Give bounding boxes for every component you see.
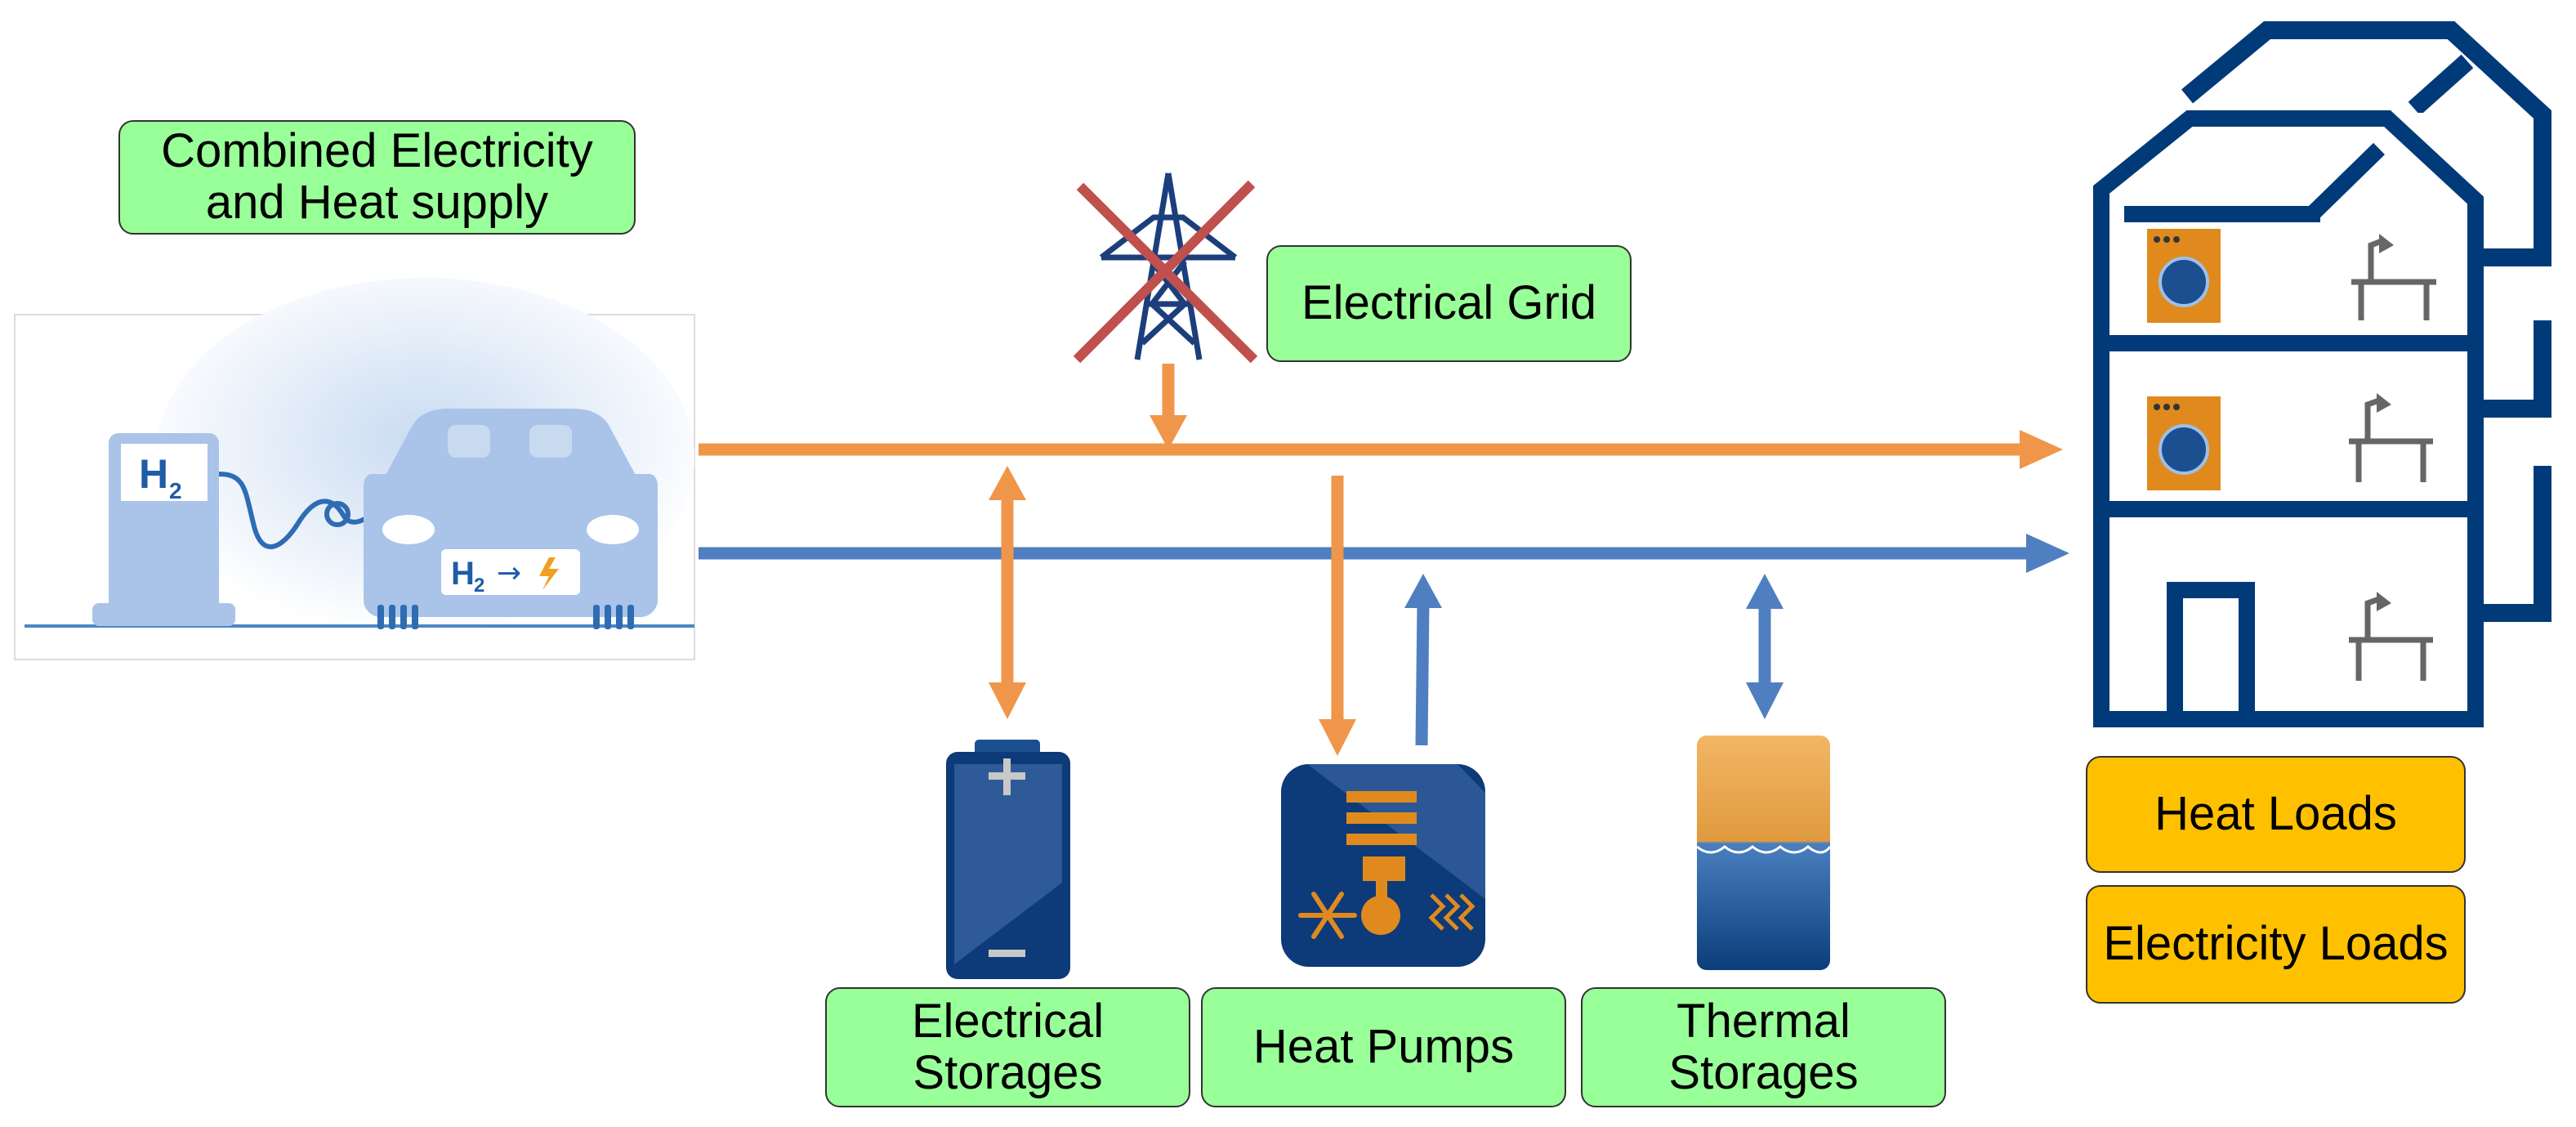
hydrogen-fuel-cell-car-icon: H 2 → — [364, 409, 658, 629]
battery-icon — [946, 740, 1070, 979]
pump-h-subscript: 2 — [169, 478, 182, 503]
power-pylon-crossed-icon — [1073, 172, 1258, 364]
electricity-flow-line — [699, 430, 2063, 469]
pump-h-symbol: H — [139, 451, 168, 497]
plate-h-subscript: 2 — [474, 575, 484, 597]
desk-lamp-icon — [2351, 234, 2436, 320]
plate-arrow: → — [497, 557, 521, 590]
heat-pumps-label: Heat Pumps — [1201, 987, 1566, 1107]
electricity-loads-label: Electricity Loads — [2086, 885, 2466, 1004]
heat-loads-label: Heat Loads — [2086, 756, 2466, 873]
washing-machine-icon — [2147, 396, 2221, 490]
thermal-storage-arrow — [1746, 574, 1784, 719]
heat-pump-icon — [1281, 764, 1485, 967]
desk-lamp-icon — [2349, 393, 2433, 482]
heat-pump-heat-arrow — [1404, 574, 1442, 746]
thermal-storages-label: Thermal Storages — [1581, 987, 1946, 1107]
heat-pump-electricity-arrow — [1319, 476, 1356, 756]
electrical-storage-arrow — [989, 466, 1026, 719]
washing-machine-icon — [2147, 229, 2221, 323]
electrical-grid-label: Electrical Grid — [1266, 245, 1632, 362]
house-icon — [2093, 21, 2551, 727]
desk-lamp-icon — [2349, 592, 2433, 681]
grid-feed-arrow — [1150, 364, 1187, 449]
plate-h-symbol: H — [451, 556, 475, 592]
hydrogen-pump-icon: H 2 — [92, 433, 380, 626]
heat-flow-line — [699, 534, 2069, 573]
fuel-cell-car-panel: H 2 H 2 → — [14, 278, 695, 660]
thermal-storage-tank-icon — [1696, 736, 1832, 970]
electrical-storages-label: Electrical Storages — [825, 987, 1190, 1107]
combined-supply-label: Combined Electricity and Heat supply — [118, 120, 636, 235]
